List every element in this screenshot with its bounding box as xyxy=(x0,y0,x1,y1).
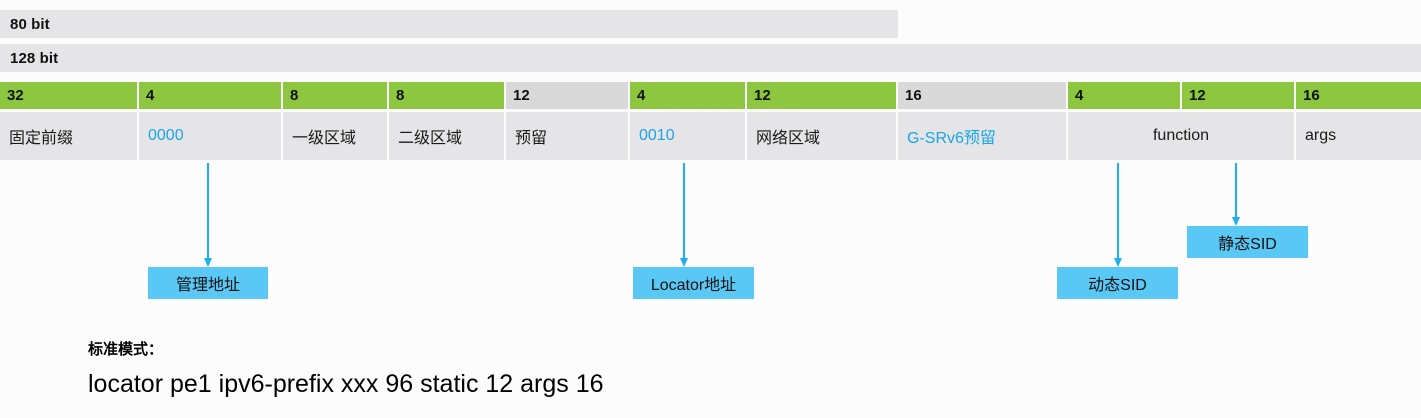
callout-locator-address-label: Locator地址 xyxy=(650,277,737,294)
field-bits-0000: 4 xyxy=(139,82,283,109)
field-name-reserved: 预留 xyxy=(506,112,630,160)
field-bits-args: 16 xyxy=(1296,82,1421,109)
field-name-0010: 0010 xyxy=(630,112,747,160)
field-column-level2-area: 8 二级区域 xyxy=(389,82,506,160)
field-bits-level2-area: 8 xyxy=(389,82,506,109)
standard-mode-label: 标准模式： xyxy=(88,341,164,358)
field-bits-gsrv6-reserved: 16 xyxy=(898,82,1068,109)
field-name-network-area: 网络区域 xyxy=(747,112,898,160)
field-bits-fixed-prefix: 32 xyxy=(0,82,139,109)
field-name-fixed-prefix: 固定前缀 xyxy=(0,112,139,160)
field-name-level2-area: 二级区域 xyxy=(389,112,506,160)
callout-dynamic-sid[interactable]: 动态SID xyxy=(1057,267,1178,299)
field-column-args: 16 args xyxy=(1296,82,1421,160)
field-bits-0010: 4 xyxy=(630,82,747,109)
field-column-gsrv6-reserved: 16 G-SRv6预留 xyxy=(898,82,1068,160)
arrow-to-locator-address xyxy=(680,163,688,267)
field-bits-level1-area: 8 xyxy=(283,82,389,109)
field-bits-function-12: 12 xyxy=(1182,82,1296,109)
arrow-to-dynamic-sid xyxy=(1114,163,1122,267)
field-column-fixed-prefix: 32 固定前缀 xyxy=(0,82,139,160)
field-name-args: args xyxy=(1296,112,1421,160)
field-bits-function-4: 4 xyxy=(1068,82,1182,109)
field-column-0000: 4 0000 xyxy=(139,82,283,160)
arrow-to-management-address xyxy=(204,163,212,267)
callout-locator-address[interactable]: Locator地址 xyxy=(633,267,754,299)
span-row-128bit-label: 128 bit xyxy=(10,49,59,67)
field-name-level1-area: 一级区域 xyxy=(283,112,389,160)
span-row-128bit: 128 bit xyxy=(0,44,1421,72)
field-column-level1-area: 8 一级区域 xyxy=(283,82,389,160)
field-bits-network-area: 12 xyxy=(747,82,898,109)
field-bits-reserved: 12 xyxy=(506,82,630,109)
bit-field-table: 32 固定前缀 4 0000 8 一级区域 8 二级区域 12 预留 4 001… xyxy=(0,82,1421,160)
arrow-to-static-sid xyxy=(1232,163,1240,226)
field-name-function-cell: function xyxy=(1068,112,1296,160)
field-name-function: function xyxy=(1068,112,1296,160)
callout-management-address-label: 管理地址 xyxy=(175,277,240,294)
callout-management-address[interactable]: 管理地址 xyxy=(148,267,268,299)
field-column-reserved: 12 预留 xyxy=(506,82,630,160)
field-column-function-12: 12 xyxy=(1182,82,1296,160)
span-row-80bit: 80 bit xyxy=(0,10,898,38)
field-column-function-4: 4 xyxy=(1068,82,1182,160)
callout-static-sid-label: 静态SID xyxy=(1218,236,1277,253)
field-column-0010: 4 0010 xyxy=(630,82,747,160)
field-name-0000: 0000 xyxy=(139,112,283,160)
span-row-80bit-label: 80 bit xyxy=(10,15,50,33)
field-name-gsrv6-reserved: G-SRv6预留 xyxy=(898,112,1068,160)
callout-static-sid[interactable]: 静态SID xyxy=(1187,226,1308,258)
field-column-network-area: 12 网络区域 xyxy=(747,82,898,160)
callout-dynamic-sid-label: 动态SID xyxy=(1088,277,1147,294)
standard-mode-command: locator pe1 ipv6-prefix xxx 96 static 12… xyxy=(88,370,604,398)
